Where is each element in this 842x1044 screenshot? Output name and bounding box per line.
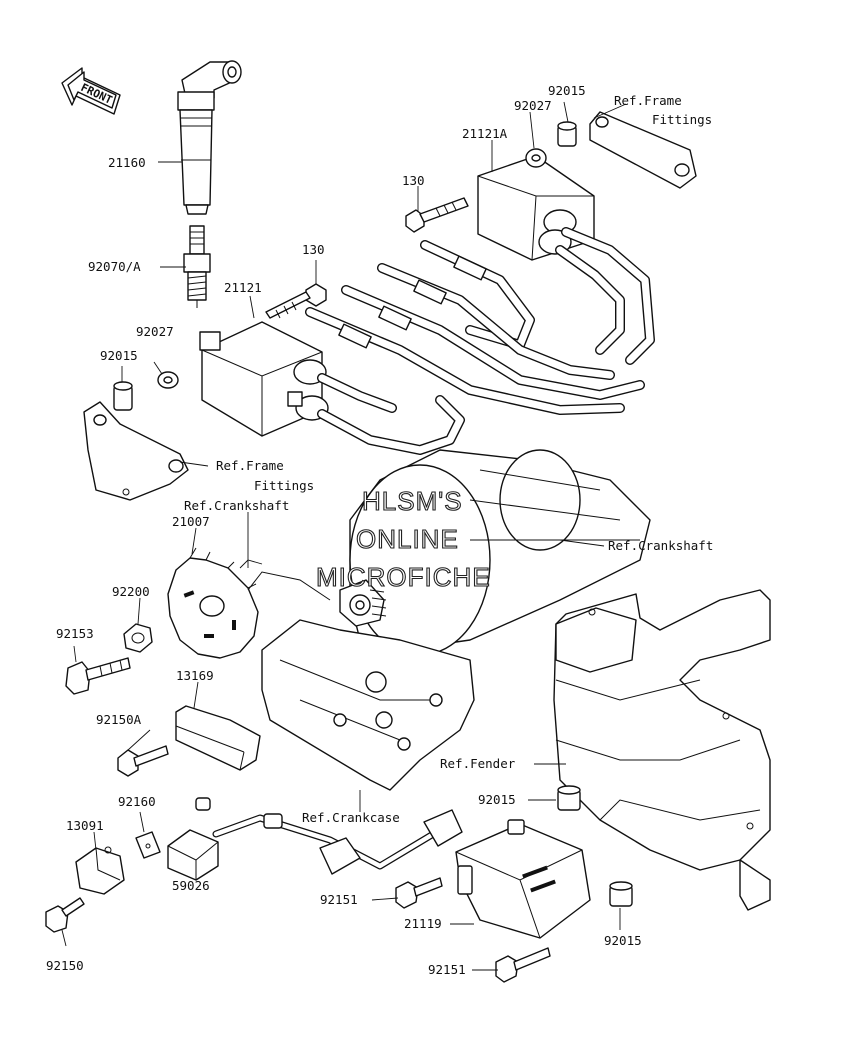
label-21007: 21007 [172,514,210,529]
label-92153: 92153 [56,626,94,641]
label-92200: 92200 [112,584,150,599]
plate-92160 [135,831,161,859]
grommet-92027-right [525,148,547,168]
bolt-92151-a [395,877,443,909]
crankcase-section [261,619,475,791]
nut-92200 [123,623,153,653]
bolt-92151-b [495,947,551,983]
ignition-coil-21121a [477,155,655,365]
pickup-harness-wire [212,809,463,875]
label-ref-frame-left-2: Fittings [254,478,314,493]
collar-92015-left [113,381,133,411]
bolt-92150 [45,897,85,933]
label-92015-left: 92015 [100,348,138,363]
label-92015-igniter: 92015 [604,933,642,948]
label-ref-crankshaft-left: Ref.Crankshaft [184,498,289,513]
collar-92015-right [557,121,577,147]
bolt-130-lower [265,283,327,319]
ignition-coil-21121 [199,321,465,455]
collar-92015-lower-b [609,881,633,907]
high-tension-leads [305,240,645,415]
bolt-130-upper [405,197,469,233]
callout-labels: 21160 92070/A 130 21121 92027 92015 Ref.… [46,83,713,977]
label-92150: 92150 [46,958,84,973]
label-21121a: 21121A [462,126,508,141]
label-ref-crankshaft-right: Ref.Crankshaft [608,538,713,553]
spark-plug-cap-21160 [177,60,242,215]
label-92015-right: 92015 [548,83,586,98]
holder-13091 [75,846,125,895]
watermark-line-1: HLSM'S [362,486,463,516]
label-92015-fender: 92015 [478,792,516,807]
bolt-92150a [117,745,169,777]
label-92027-left: 92027 [136,324,174,339]
crankshaft-assembly [339,449,651,656]
label-ref-crankcase: Ref.Crankcase [302,810,400,825]
grommet-92027-left [157,371,179,389]
label-92070a: 92070/A [88,259,141,274]
igniter-unit-21119 [455,819,591,939]
collar-92015-lower-a [557,785,581,811]
label-92151-upper: 92151 [320,892,358,907]
label-13169: 13169 [176,668,214,683]
timing-rotor-21007 [167,547,331,659]
label-92027-right: 92027 [514,98,552,113]
spark-plug-92070 [183,225,211,308]
label-59026: 59026 [172,878,210,893]
bolt-92153 [65,657,131,695]
watermark-line-3: MICROFICHE [316,562,491,592]
frame-fender-section [553,589,771,911]
label-92151-lower: 92151 [428,962,466,977]
frame-bracket-upper [589,111,697,189]
label-13091: 13091 [66,818,104,833]
label-92160: 92160 [118,794,156,809]
watermark: HLSM'S ONLINE MICROFICHE [315,485,491,592]
label-92150a: 92150A [96,712,142,727]
frame-bracket-lower [83,401,189,501]
label-21121: 21121 [224,280,262,295]
bracket-13169 [175,705,261,771]
label-21119: 21119 [404,916,442,931]
label-ref-frame-left-1: Ref.Frame [216,458,284,473]
label-130-lower: 130 [302,242,325,257]
label-ref-fender: Ref.Fender [440,756,516,771]
watermark-line-2: ONLINE [356,524,459,554]
front-arrow-icon: FRONT [61,67,121,115]
leader-lines [61,101,627,971]
label-ref-frame-right-1: Ref.Frame [614,93,682,108]
pickup-coil-59026 [167,797,219,881]
label-130-upper: 130 [402,173,425,188]
label-ref-frame-right-2: Fittings [652,112,712,127]
label-21160: 21160 [108,155,146,170]
